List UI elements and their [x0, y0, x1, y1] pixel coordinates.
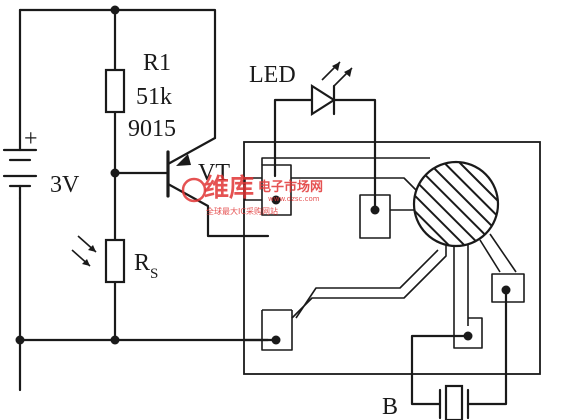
buzzer-crystal: [410, 288, 508, 420]
track-piezo-down: [453, 244, 469, 326]
photoresistor-label: RS: [134, 250, 158, 282]
track-diagonal-inner: [291, 249, 439, 319]
junction-dot: [110, 168, 120, 178]
battery-plus-label: +: [24, 126, 38, 152]
schematic: + 3V R1 51k 9015 RS VT: [2, 5, 270, 392]
watermark: 维库 电子市场网 www.dzsc.com 全球最大IC采购网站: [181, 173, 323, 216]
resistor-r1: [104, 68, 126, 114]
photoresistor-rs: [104, 238, 126, 284]
transistor-name-label: VT: [198, 160, 230, 186]
board-outline: [243, 141, 541, 375]
led-light-arrows-icon: [321, 61, 353, 87]
watermark-logo-icon: [181, 177, 207, 203]
pad-buzzer-1: [453, 317, 483, 349]
junction-dot: [110, 5, 120, 15]
buzzer-label: B: [382, 394, 398, 420]
track-diagonal-outer: [261, 236, 447, 351]
junction-dot: [15, 335, 25, 345]
pad-led: [359, 194, 391, 239]
light-arrows-icon: [71, 235, 97, 267]
transistor-vt: [113, 136, 270, 238]
track-piezo-right: [479, 233, 517, 273]
watermark-url: www.dzsc.com: [268, 195, 320, 203]
led-label: LED: [249, 62, 296, 88]
pad-hole: [370, 205, 380, 215]
watermark-logo-chars: 维库: [204, 173, 254, 202]
junction-dot: [110, 335, 120, 345]
watermark-slogan: 全球最大IC采购网站: [206, 206, 278, 216]
piezo-disc: [412, 160, 500, 248]
transistor-model-label: 9015: [128, 116, 176, 142]
battery: [2, 148, 38, 200]
pad-hole: [271, 195, 281, 205]
watermark-site-name: 电子市场网: [258, 179, 323, 195]
resistor-r1-name: R1: [143, 50, 171, 76]
track-top: [261, 157, 430, 165]
circuit-board: [242, 141, 541, 375]
track-top-inner: [291, 177, 417, 191]
pad-lead: [244, 177, 262, 201]
top-rail-wire: [18, 8, 217, 140]
pad-hole: [271, 335, 281, 345]
resistor-r1-value: 51k: [136, 84, 172, 110]
battery-voltage-label: 3V: [50, 172, 80, 198]
pad-buzzer-2: [491, 273, 525, 303]
led: [273, 83, 377, 212]
pad-collector: [261, 164, 292, 216]
